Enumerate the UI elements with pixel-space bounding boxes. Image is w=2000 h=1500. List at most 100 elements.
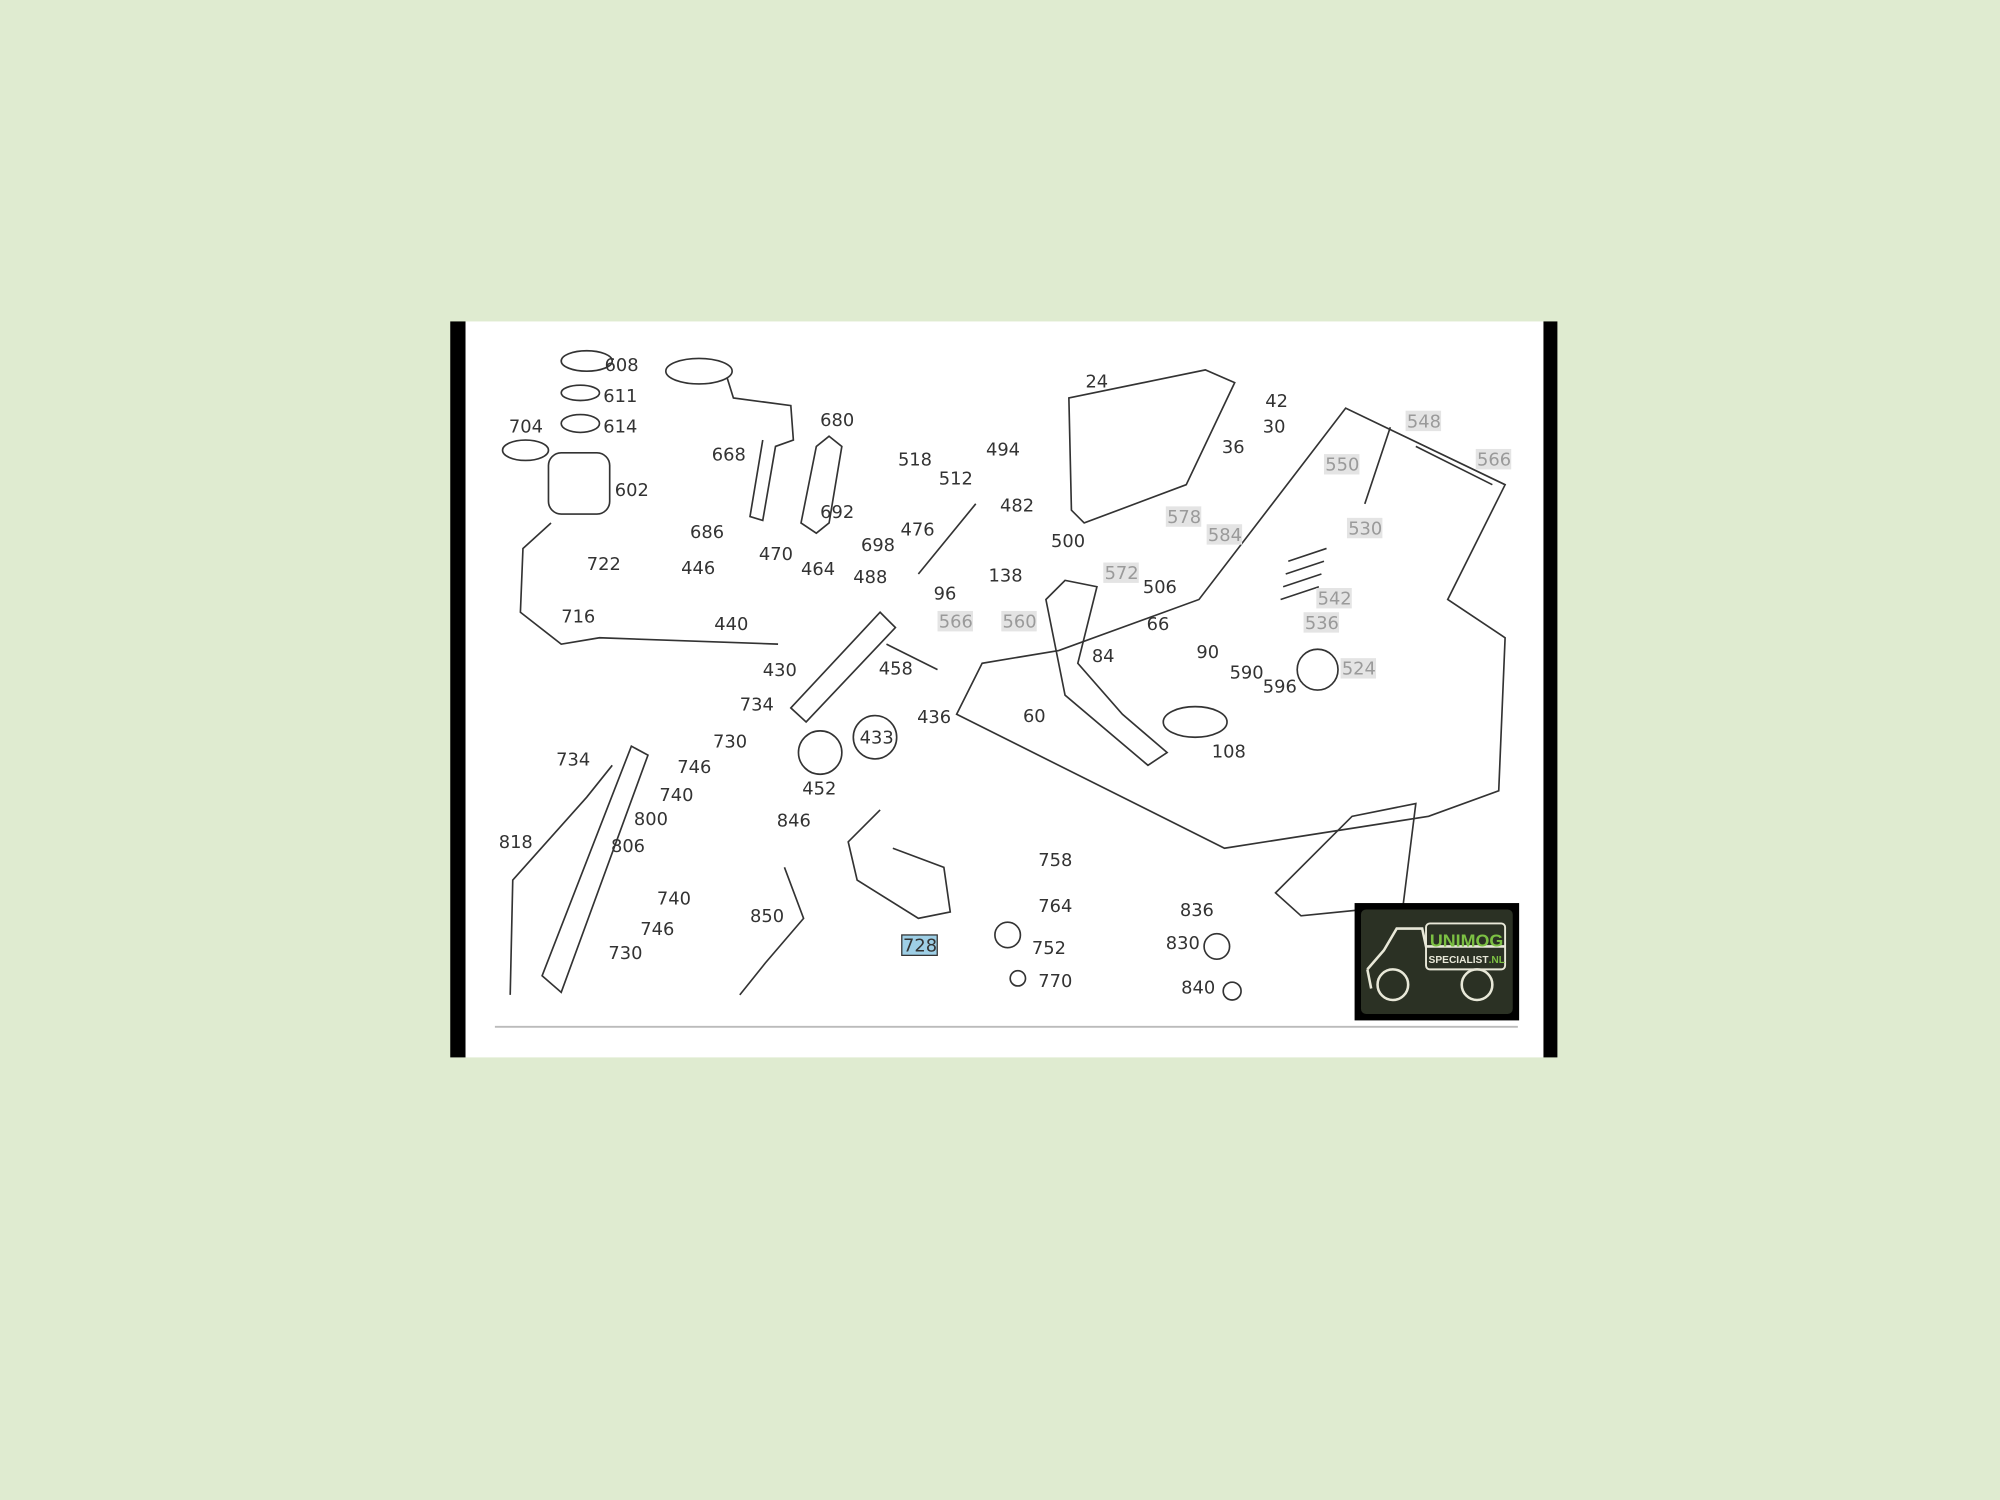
rod-550	[1364, 427, 1392, 505]
part-label-494: 494	[986, 439, 1020, 460]
bracket-668	[726, 377, 795, 522]
part-label-818: 818	[499, 832, 533, 853]
part-label-482: 482	[1000, 495, 1034, 516]
part-label-548: 548	[1407, 411, 1441, 432]
label-highlight	[1405, 410, 1442, 432]
part-label-746: 746	[677, 757, 711, 778]
part-label-476: 476	[901, 520, 935, 541]
nut-840	[1222, 981, 1242, 1001]
part-label-608: 608	[605, 355, 639, 376]
logo-line1: UNIMOG	[1430, 930, 1503, 950]
label-highlight	[1206, 524, 1243, 545]
reservoir	[547, 451, 611, 515]
part-label-518: 518	[898, 450, 932, 471]
part-label-433: 433	[860, 728, 894, 749]
part-label-578: 578	[1167, 507, 1201, 528]
part-label-36: 36	[1222, 437, 1245, 458]
pedal-60	[1045, 579, 1169, 767]
part-label-542: 542	[1318, 589, 1352, 610]
hose-850	[739, 867, 805, 996]
label-highlight	[1346, 517, 1383, 539]
line-art	[501, 349, 1507, 1001]
part-label-770: 770	[1038, 971, 1072, 992]
part-label-692: 692	[820, 502, 854, 523]
label-highlight	[1001, 610, 1037, 632]
part-label-512: 512	[939, 469, 973, 490]
spring-542	[1280, 547, 1327, 601]
part-label-572: 572	[1105, 563, 1139, 584]
part-label-560: 560	[1003, 612, 1037, 633]
part-label-746: 746	[640, 919, 674, 940]
part-label-84: 84	[1092, 646, 1115, 667]
label-highlight	[1165, 506, 1202, 527]
part-label-740: 740	[659, 785, 693, 806]
part-label-758: 758	[1038, 850, 1072, 871]
part-label-464: 464	[801, 559, 835, 580]
part-label-752: 752	[1032, 938, 1066, 959]
spring-clip	[664, 357, 733, 385]
part-label-728: 728	[903, 936, 937, 957]
part-label-716: 716	[561, 606, 595, 627]
part-label-506: 506	[1143, 577, 1177, 598]
label-highlight	[1303, 612, 1340, 633]
part-label-722: 722	[587, 554, 621, 575]
part-label-452: 452	[802, 779, 836, 800]
pushrod	[917, 503, 977, 575]
part-labels: 6086116147046027227166686866806926984464…	[499, 355, 1512, 999]
label-highlight	[1316, 588, 1352, 609]
part-label-584: 584	[1208, 525, 1242, 546]
part-label-524: 524	[1342, 659, 1376, 680]
part-label-830: 830	[1166, 933, 1200, 954]
label-highlight	[1103, 562, 1139, 583]
hose-clamp	[501, 439, 550, 462]
part-label-668: 668	[712, 444, 746, 465]
part-label-734: 734	[740, 694, 774, 715]
bracket-680	[800, 435, 843, 535]
part-label-488: 488	[853, 567, 887, 588]
seal-ring	[560, 384, 601, 402]
part-label-138: 138	[989, 566, 1023, 587]
feed-hose	[519, 522, 779, 646]
part-label-730: 730	[608, 943, 642, 964]
part-label-90: 90	[1196, 642, 1219, 663]
reservoir-cap	[560, 349, 614, 373]
part-label-566: 566	[1477, 450, 1511, 471]
part-label-458: 458	[879, 659, 913, 680]
part-label-836: 836	[1180, 900, 1214, 921]
tool-icon-524	[1296, 648, 1339, 691]
part-label-42: 42	[1265, 391, 1288, 412]
label-highlight	[1323, 454, 1360, 475]
part-label-590: 590	[1230, 663, 1264, 684]
part-label-536: 536	[1305, 613, 1339, 634]
cover-plate	[1274, 802, 1417, 917]
part-label-734: 734	[556, 749, 590, 770]
master-cylinder	[789, 611, 897, 724]
unimog-specialist-logo: UNIMOG SPECIALIST.NL	[1354, 903, 1520, 1021]
part-label-440: 440	[714, 614, 748, 635]
part-label-96: 96	[934, 583, 957, 604]
pedal-box-24	[1068, 369, 1236, 524]
part-label-698: 698	[861, 535, 895, 556]
pipe-818	[509, 764, 613, 995]
label-highlight	[901, 934, 938, 956]
part-label-436: 436	[917, 707, 951, 728]
filter	[560, 413, 601, 434]
floor-plate	[955, 407, 1507, 850]
part-label-730: 730	[713, 731, 747, 752]
part-label-430: 430	[763, 660, 797, 681]
part-label-840: 840	[1181, 978, 1215, 999]
part-label-764: 764	[1038, 896, 1072, 917]
part-label-686: 686	[690, 522, 724, 543]
part-label-66: 66	[1147, 614, 1170, 635]
nut-770	[1009, 969, 1027, 987]
tool-icon-433	[852, 714, 898, 760]
part-label-800: 800	[634, 809, 668, 830]
frame-right-bar	[1543, 321, 1558, 1058]
part-label-602: 602	[615, 480, 649, 501]
label-highlight	[1475, 448, 1512, 470]
pedal-pad-108	[1162, 705, 1228, 739]
part-label-806: 806	[611, 836, 645, 857]
bolt-458	[886, 643, 938, 671]
part-label-611: 611	[603, 386, 637, 407]
